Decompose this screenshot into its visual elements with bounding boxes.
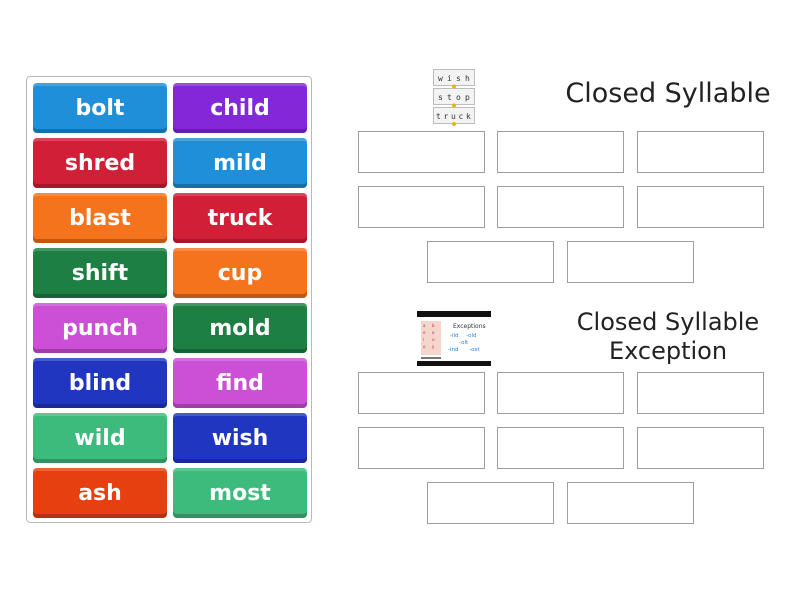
image-letter: h xyxy=(465,74,470,83)
exceptions-chart-image: a b e o i u o y Exceptions -ild -old -olt -i… xyxy=(417,311,491,366)
drop-slot[interactable] xyxy=(497,427,624,469)
word-tile[interactable]: cup xyxy=(173,248,307,298)
word-tile[interactable]: child xyxy=(173,83,307,133)
drop-slot[interactable] xyxy=(567,482,694,524)
word-tile[interactable]: blast xyxy=(33,193,167,243)
word-tile-panel: bolt child shred mild blast truck shift … xyxy=(26,76,312,523)
group-title-closed-syllable-exception: Closed Syllable Exception xyxy=(576,308,760,365)
word-tile[interactable]: shred xyxy=(33,138,167,188)
image-suffix: -olt xyxy=(459,340,469,346)
drop-slot[interactable] xyxy=(358,186,485,228)
image-suffix: -ild xyxy=(450,333,459,339)
drop-slot[interactable] xyxy=(358,131,485,173)
svg-text:o: o xyxy=(432,330,435,335)
word-tile[interactable]: punch xyxy=(33,303,167,353)
svg-text:o: o xyxy=(423,344,426,349)
drop-slot[interactable] xyxy=(637,186,764,228)
image-heading: Exceptions xyxy=(453,323,486,330)
image-letter: u xyxy=(451,112,456,121)
drop-slot[interactable] xyxy=(637,372,764,414)
drop-slot[interactable] xyxy=(358,427,485,469)
image-letter: o xyxy=(456,93,461,102)
image-suffix: -old xyxy=(466,333,476,339)
word-tile[interactable]: blind xyxy=(33,358,167,408)
svg-text:u: u xyxy=(432,337,435,342)
image-letter: t xyxy=(436,112,441,121)
group-title-closed-syllable: Closed Syllable xyxy=(565,78,771,109)
word-tile[interactable]: truck xyxy=(173,193,307,243)
drop-slot[interactable] xyxy=(567,241,694,283)
image-letter: s xyxy=(438,93,443,102)
word-tile[interactable]: find xyxy=(173,358,307,408)
word-tile[interactable]: wish xyxy=(173,413,307,463)
image-letter: i xyxy=(447,74,452,83)
drop-slot[interactable] xyxy=(637,131,764,173)
drop-slot[interactable] xyxy=(497,372,624,414)
image-letter: w xyxy=(438,74,443,83)
image-letter: t xyxy=(447,93,452,102)
word-tile[interactable]: mild xyxy=(173,138,307,188)
drop-slot[interactable] xyxy=(427,241,554,283)
word-tile[interactable]: wild xyxy=(33,413,167,463)
svg-text:a: a xyxy=(423,323,426,328)
image-letter: c xyxy=(459,112,464,121)
svg-text:i: i xyxy=(423,337,424,342)
svg-text:y: y xyxy=(432,344,435,349)
drop-slot[interactable] xyxy=(497,186,624,228)
drop-slot[interactable] xyxy=(427,482,554,524)
word-tile[interactable]: ash xyxy=(33,468,167,518)
image-suffix: -ost xyxy=(469,347,480,353)
image-letter: k xyxy=(466,112,471,121)
drop-slot[interactable] xyxy=(358,372,485,414)
svg-text:e: e xyxy=(423,330,426,335)
image-letter: s xyxy=(456,74,461,83)
drop-slot[interactable] xyxy=(497,131,624,173)
word-tile[interactable]: most xyxy=(173,468,307,518)
drop-slot[interactable] xyxy=(637,427,764,469)
word-tile[interactable]: shift xyxy=(33,248,167,298)
image-suffix: -ind xyxy=(448,347,459,353)
image-letter: p xyxy=(465,93,470,102)
svg-text:b: b xyxy=(432,323,435,328)
word-tile[interactable]: bolt xyxy=(33,83,167,133)
image-letter: r xyxy=(444,112,449,121)
letter-tiles-image: w i s h s t o p t r u c k xyxy=(433,69,475,126)
word-tile[interactable]: mold xyxy=(173,303,307,353)
